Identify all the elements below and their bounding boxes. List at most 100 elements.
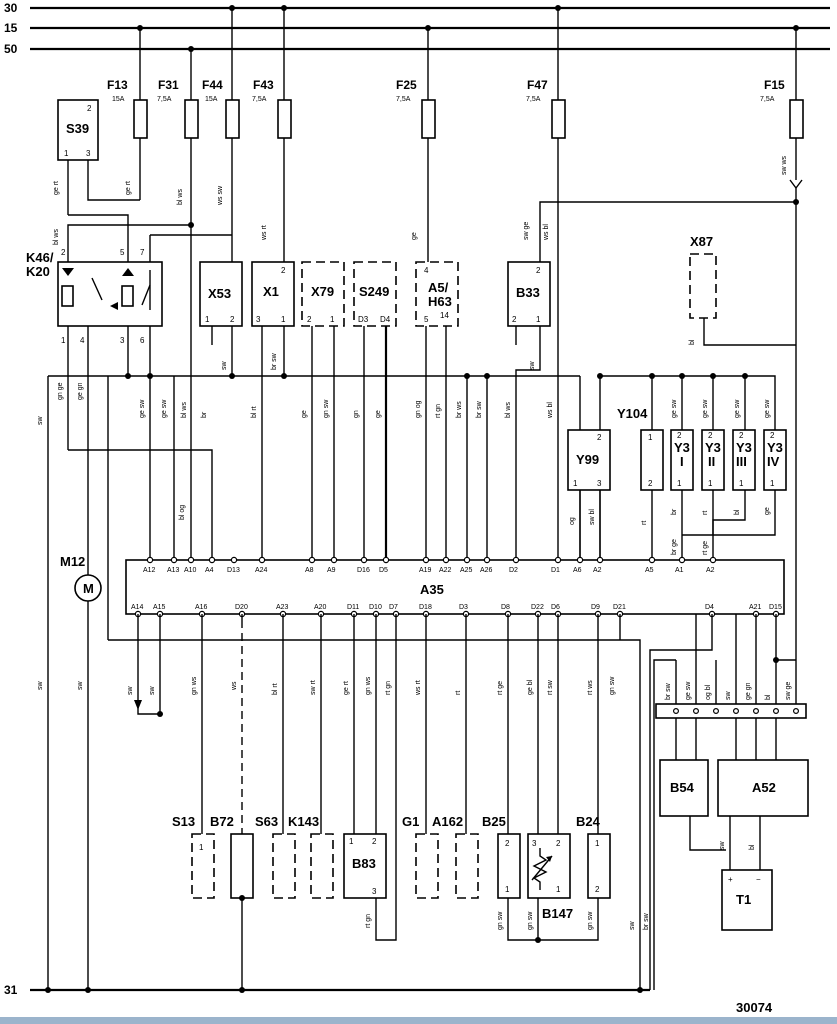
svg-text:2: 2	[61, 248, 66, 257]
svg-text:T1: T1	[736, 892, 751, 907]
svg-text:X87: X87	[690, 234, 713, 249]
a35-top-pin-marker	[187, 556, 195, 564]
svg-text:1: 1	[281, 315, 286, 324]
fuse-f13-rating: 15A	[112, 96, 125, 103]
svg-text:B83: B83	[352, 856, 376, 871]
a35-top-pin-label: A2	[706, 567, 715, 574]
svg-text:M: M	[83, 581, 94, 596]
fuse-f15-rating: 7,5A	[760, 96, 775, 103]
svg-text:sw: sw	[127, 686, 134, 696]
svg-text:ge bl: ge bl	[527, 679, 534, 695]
a35-bottom-pin-label: D15	[769, 604, 782, 611]
a35-top-pin-marker	[648, 556, 656, 564]
svg-text:rt: rt	[641, 521, 648, 525]
svg-text:ge rt: ge rt	[343, 681, 350, 695]
svg-text:sw ge: sw ge	[785, 682, 792, 700]
a35-top-pin-label: A9	[327, 567, 336, 574]
a35-bottom-pin-label: A21	[749, 604, 762, 611]
svg-text:rt gn: rt gn	[365, 914, 372, 928]
a35-top-pin-label: A4	[205, 567, 214, 574]
a35-top-pin-marker	[709, 556, 717, 564]
svg-text:2: 2	[739, 431, 744, 440]
fuse-f25-label: F25	[396, 78, 417, 92]
a35-top-pin-marker	[442, 556, 450, 564]
a35-top-wiring	[47, 326, 776, 990]
a35-top-pin-label: A26	[480, 567, 493, 574]
svg-text:1: 1	[536, 315, 541, 324]
svg-text:1: 1	[61, 336, 66, 345]
svg-text:1: 1	[349, 837, 354, 846]
svg-text:gn sw: gn sw	[609, 676, 616, 695]
svg-text:ge: ge	[764, 507, 771, 515]
svg-text:ge rt: ge rt	[125, 181, 132, 195]
svg-text:B147: B147	[542, 906, 573, 921]
svg-text:br sw: br sw	[476, 400, 483, 418]
fuse-f47-label: F47	[527, 78, 548, 92]
a35-top-pin-marker	[576, 556, 584, 564]
a35-top-pin-marker	[258, 556, 266, 564]
svg-text:gn sw: gn sw	[527, 911, 534, 930]
svg-text:sw ws: sw ws	[781, 155, 788, 175]
svg-text:1: 1	[556, 885, 561, 894]
component-m12: M M12 sw sw	[37, 554, 102, 993]
a35-top-pin-marker	[512, 556, 520, 564]
svg-text:sw bl: sw bl	[589, 509, 596, 525]
svg-text:S39: S39	[66, 121, 89, 136]
a35-top-pin-label: A25	[460, 567, 473, 574]
svg-text:5: 5	[424, 315, 429, 324]
a35-bottom-pin-label: D11	[347, 604, 359, 611]
svg-text:2: 2	[595, 885, 600, 894]
svg-text:B54: B54	[670, 780, 695, 795]
bus-label-31: 31	[4, 983, 18, 997]
fuse-f43-rating: 7,5A	[252, 96, 267, 103]
svg-text:2: 2	[87, 104, 92, 113]
svg-text:gn ge: gn ge	[57, 382, 64, 400]
a35-top-pin-marker	[554, 556, 562, 564]
svg-text:bl: bl	[689, 339, 696, 345]
svg-text:X79: X79	[311, 284, 334, 299]
svg-text:S249: S249	[359, 284, 389, 299]
terminal-strip-pin	[672, 707, 679, 714]
svg-text:1: 1	[770, 479, 775, 488]
a35-top-pin-marker	[330, 556, 338, 564]
svg-text:1: 1	[708, 479, 713, 488]
a35-top-pin-label: D5	[379, 567, 388, 574]
a35-top-pin-label: A13	[167, 567, 180, 574]
svg-text:7: 7	[140, 248, 145, 257]
svg-text:III: III	[736, 454, 747, 469]
svg-text:ws rt: ws rt	[415, 680, 422, 696]
svg-text:ge rt: ge rt	[53, 181, 60, 195]
svg-text:3: 3	[532, 839, 537, 848]
svg-text:1: 1	[739, 479, 744, 488]
svg-text:og bl: og bl	[705, 684, 712, 700]
svg-text:2: 2	[536, 266, 541, 275]
a35-top-pin-marker	[463, 556, 471, 564]
svg-text:2: 2	[512, 315, 517, 324]
svg-text:G1: G1	[402, 814, 419, 829]
svg-text:2: 2	[556, 839, 561, 848]
svg-text:1: 1	[648, 433, 653, 442]
fuse-f13-label: F13	[107, 78, 128, 92]
svg-text:rt gn: rt gn	[385, 681, 392, 695]
terminal-strip-pin	[792, 707, 799, 714]
svg-text:gn ws: gn ws	[191, 676, 198, 695]
svg-text:A162: A162	[432, 814, 463, 829]
svg-text:br ws: br ws	[456, 401, 463, 418]
svg-text:1: 1	[330, 315, 335, 324]
terminal-strip-pin	[772, 707, 779, 714]
a35-top-pin-label: A12	[143, 567, 156, 574]
svg-text:ge: ge	[411, 232, 418, 240]
svg-text:S13: S13	[172, 814, 195, 829]
a35-bottom-pin-label: D20	[235, 604, 248, 611]
svg-text:sw: sw	[37, 681, 44, 691]
svg-text:bl rt: bl rt	[251, 406, 258, 418]
svg-text:sw: sw	[149, 686, 156, 696]
a35-top-pin-marker	[422, 556, 430, 564]
svg-text:ge sw: ge sw	[764, 399, 771, 418]
svg-text:X1: X1	[263, 284, 279, 299]
bus-bars: 30 15 50 31	[4, 1, 830, 997]
svg-text:1: 1	[595, 839, 600, 848]
svg-text:ge gn: ge gn	[77, 382, 84, 400]
a35-top-pin-marker	[483, 556, 491, 564]
